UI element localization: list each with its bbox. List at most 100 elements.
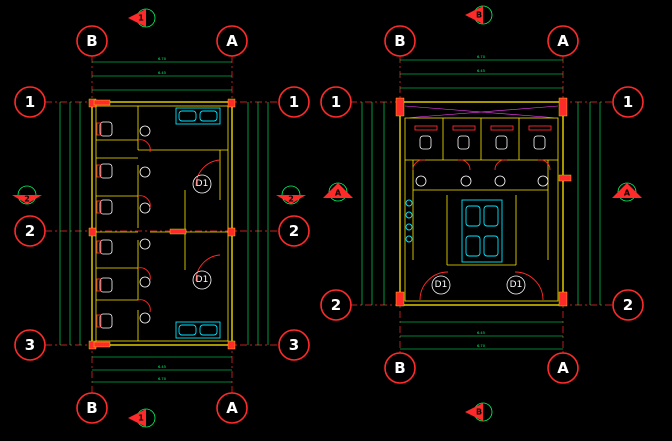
grid-label-b: B — [86, 399, 97, 417]
grid-bubble-2 — [612, 289, 644, 321]
door-tag: D1 — [196, 275, 209, 285]
grid-bubble-b — [76, 25, 108, 57]
grid-label-1: 1 — [25, 93, 35, 111]
section-marker-bottom: 1 — [128, 408, 156, 428]
exterior-wall — [91, 101, 233, 346]
door-tag: D1 — [435, 280, 448, 290]
interior-wall-line — [95, 105, 229, 342]
grid-bubble-a — [216, 392, 248, 424]
grid-bubble-2 — [14, 215, 46, 247]
lintel — [93, 99, 111, 106]
grid-bubble-1 — [278, 86, 310, 118]
grid-bubble-b — [384, 25, 416, 57]
section-marker-right: 2 — [276, 185, 306, 205]
grid-label-a: A — [226, 399, 238, 417]
sink-fixtures — [461, 199, 503, 263]
dim-text: 6.70 — [158, 377, 167, 381]
stall-partitions — [405, 118, 558, 266]
lintel — [169, 228, 187, 235]
section-marker-bottom: B — [465, 402, 493, 422]
door-tag: D1 — [510, 280, 523, 290]
svg-text:1: 1 — [138, 414, 144, 423]
grid-label-b: B — [394, 32, 405, 50]
grid-label-3: 3 — [25, 336, 35, 354]
svg-text:2: 2 — [24, 195, 30, 204]
door-tag-circle — [431, 275, 451, 295]
door-swing — [419, 271, 449, 301]
column — [558, 97, 568, 117]
lintel — [93, 341, 111, 348]
grid-label-1: 1 — [289, 93, 299, 111]
door-tag-circle — [506, 275, 526, 295]
svg-text:A: A — [335, 189, 342, 198]
column — [227, 98, 236, 108]
grid-label-1: 1 — [623, 93, 633, 111]
door-swing — [195, 254, 221, 282]
grid-bubble-1 — [14, 86, 46, 118]
interior-wall-line — [404, 117, 559, 302]
svg-text:B: B — [476, 11, 482, 20]
right-plan: 6.70 6.45 6.45 6.70 — [320, 5, 644, 422]
dim-text: 6.70 — [477, 344, 486, 348]
grid-bubble-b — [76, 392, 108, 424]
column — [558, 291, 568, 307]
grid-label-1: 1 — [331, 93, 341, 111]
grid-bubble-1 — [612, 86, 644, 118]
dim-text: 6.70 — [477, 55, 486, 59]
grid-bubble-a — [547, 352, 579, 384]
svg-text:A: A — [624, 189, 631, 198]
section-marker-left: 2 — [12, 185, 42, 205]
column — [88, 227, 97, 237]
grid-label-2: 2 — [623, 296, 633, 314]
grid-bubble-1 — [320, 86, 352, 118]
grid-label-a: A — [557, 32, 569, 50]
toilet-fixtures — [96, 121, 113, 329]
dim-text: 6.45 — [477, 331, 485, 335]
dim-text: 6.45 — [158, 365, 166, 369]
grid-label-2: 2 — [331, 296, 341, 314]
exterior-wall — [399, 101, 564, 306]
column — [227, 340, 236, 350]
section-marker-top: 1 — [128, 8, 156, 28]
door-tag-circle — [192, 174, 212, 194]
grid-bubble-a — [216, 25, 248, 57]
grid-bubble-2 — [320, 289, 352, 321]
dim-text: 6.45 — [158, 71, 166, 75]
stall-partitions — [96, 106, 228, 341]
door-swing — [514, 271, 544, 301]
grid-label-a: A — [557, 359, 569, 377]
stall-door-markers — [137, 125, 151, 324]
grid-label-3: 3 — [289, 336, 299, 354]
grid-label-a: A — [226, 32, 238, 50]
door-tag: D1 — [196, 179, 209, 189]
column — [227, 227, 236, 237]
grid-label-b: B — [86, 32, 97, 50]
svg-text:2: 2 — [288, 195, 294, 204]
section-marker-right: A — [612, 182, 642, 202]
left-plan: 6.70 6.45 6.45 6.70 — [12, 8, 310, 428]
svg-text:1: 1 — [138, 14, 144, 23]
roof-cross — [404, 105, 559, 119]
grid-bubble-a — [547, 25, 579, 57]
urinal-fixtures — [405, 199, 413, 243]
grid-label-b: B — [394, 359, 405, 377]
door-tag-circle — [192, 270, 212, 290]
column — [395, 97, 405, 117]
section-marker-left: A — [323, 182, 353, 202]
door-swing — [195, 159, 221, 187]
dim-text: 6.45 — [477, 69, 485, 73]
section-marker-top: B — [465, 5, 493, 25]
sink-fixtures — [175, 107, 221, 339]
grid-label-2: 2 — [289, 222, 299, 240]
grid-bubble-3 — [278, 329, 310, 361]
grid-label-2: 2 — [25, 222, 35, 240]
lintel — [558, 174, 572, 182]
dim-text: 6.70 — [158, 57, 167, 61]
grid-bubble-3 — [14, 329, 46, 361]
column — [395, 291, 405, 307]
grid-bubble-2 — [278, 215, 310, 247]
grid-bubble-b — [384, 352, 416, 384]
toilet-fixtures — [412, 125, 552, 187]
